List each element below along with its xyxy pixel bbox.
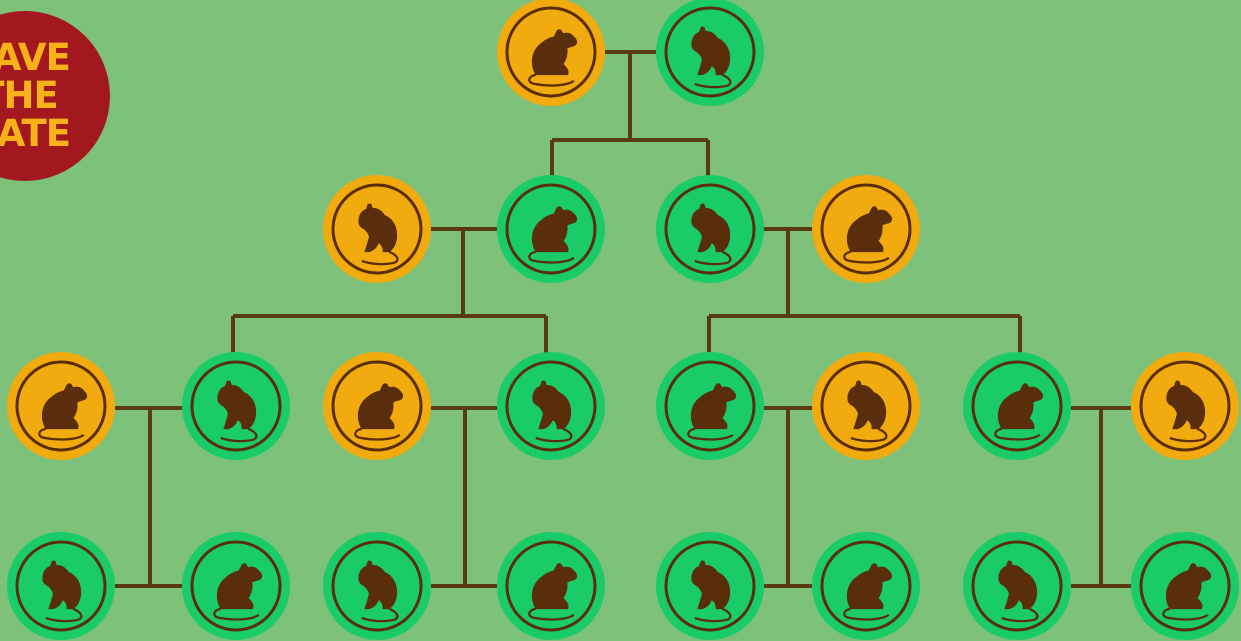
rat-node-male	[1131, 532, 1239, 640]
rat-node-male	[812, 532, 920, 640]
rat-node-female	[323, 175, 431, 283]
rat-node-ring	[820, 540, 912, 632]
rat-node-ring	[505, 360, 597, 452]
rat-node-male	[963, 532, 1071, 640]
rat-nodes	[7, 0, 1239, 640]
rat-node-ring	[190, 360, 282, 452]
rat-node-male	[497, 352, 605, 460]
rat-node-male	[182, 532, 290, 640]
rat-node-ring	[331, 183, 423, 275]
rat-node-male	[656, 532, 764, 640]
badge-text: SAVE THE DATE	[0, 36, 71, 155]
rat-node-female	[497, 0, 605, 106]
rat-node-female	[323, 352, 431, 460]
rat-node-ring	[664, 6, 756, 98]
rat-node-male	[182, 352, 290, 460]
rat-node-ring	[15, 360, 107, 452]
rat-node-ring	[505, 540, 597, 632]
rat-node-ring	[15, 540, 107, 632]
rat-node-male	[497, 532, 605, 640]
connector-lines	[115, 50, 1131, 588]
rat-node-female	[812, 352, 920, 460]
rat-node-ring	[820, 183, 912, 275]
rat-node-ring	[971, 360, 1063, 452]
rat-node-male	[497, 175, 605, 283]
rat-node-male	[323, 532, 431, 640]
badge-line-1: SAVE	[0, 36, 71, 79]
rat-node-ring	[1139, 360, 1231, 452]
badge-line-2: THE	[0, 74, 59, 117]
rat-node-ring	[971, 540, 1063, 632]
rat-node-female	[1131, 352, 1239, 460]
rat-node-male	[656, 175, 764, 283]
rat-node-ring	[664, 360, 756, 452]
rat-node-ring	[1139, 540, 1231, 632]
rat-node-male	[7, 532, 115, 640]
rat-node-female	[7, 352, 115, 460]
rat-node-male	[656, 352, 764, 460]
badge-line-3: DATE	[0, 112, 71, 155]
rat-node-ring	[820, 360, 912, 452]
rat-node-ring	[190, 540, 282, 632]
rat-node-ring	[331, 540, 423, 632]
rat-node-ring	[331, 360, 423, 452]
rat-node-ring	[664, 540, 756, 632]
rat-node-ring	[505, 6, 597, 98]
rat-node-female	[812, 175, 920, 283]
rat-node-male	[656, 0, 764, 106]
rat-node-male	[963, 352, 1071, 460]
rat-node-ring	[505, 183, 597, 275]
rat-node-ring	[664, 183, 756, 275]
